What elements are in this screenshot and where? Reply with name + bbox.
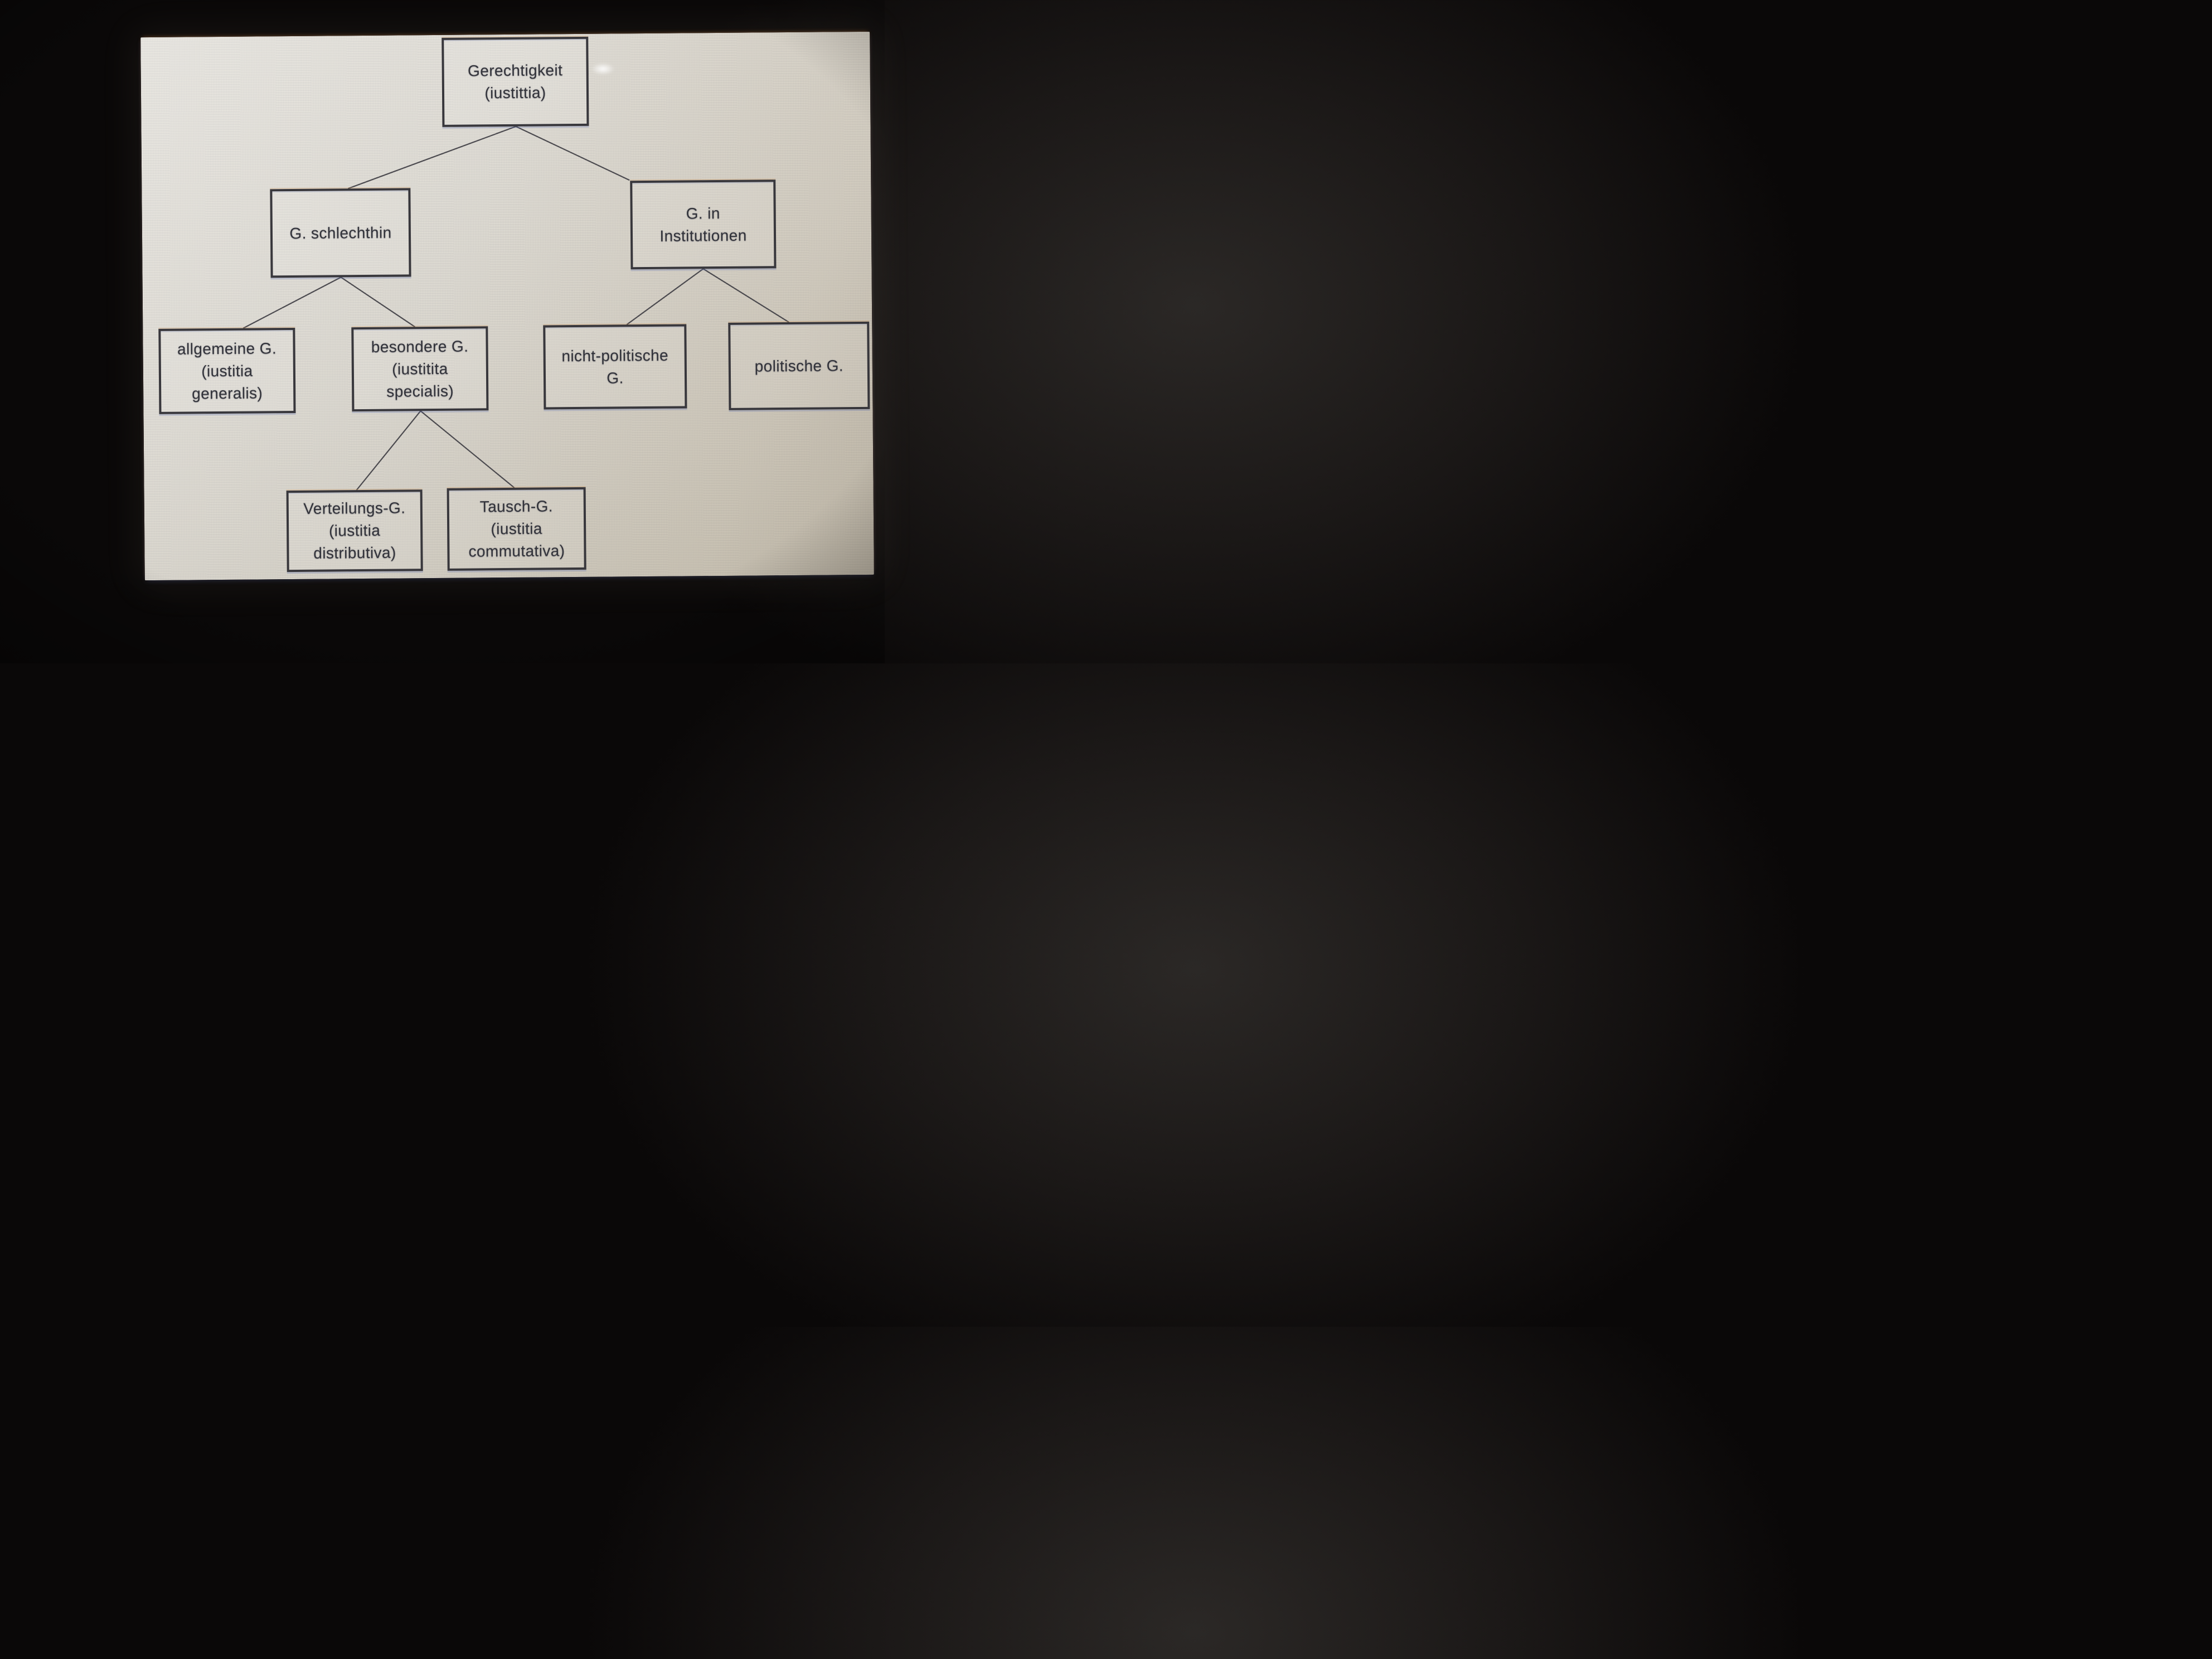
- node-g-schlechthin: G. schlechthin: [270, 188, 411, 278]
- node-label-line: nicht-politische: [561, 346, 669, 365]
- node-label-line: (iustittia): [484, 84, 546, 102]
- node-g-in-institutionen: G. in Institutionen: [630, 180, 777, 270]
- node-label-line: G.: [607, 368, 624, 387]
- connector-gerechtigkeit-to-institutionen: [516, 125, 630, 181]
- node-tausch-g: Tausch-G. (iustitia commutativa): [447, 487, 586, 571]
- node-label-line: Gerechtigkeit: [467, 61, 563, 80]
- node-besondere-g: besondere G. (iustitita specialis): [351, 326, 489, 412]
- node-label-line: (iustitita: [392, 360, 448, 378]
- node-label-line: (iustitia: [201, 362, 253, 380]
- node-label-line: (iustitia: [328, 521, 381, 540]
- node-label-line: (iustitia: [491, 520, 542, 538]
- connector-schlechthin-to-besondere: [340, 276, 415, 328]
- node-politische-g: politische G.: [728, 321, 870, 410]
- connector-schlechthin-to-allgemeine: [242, 276, 342, 329]
- node-allgemeine-g: allgemeine G. (iustitia generalis): [158, 327, 296, 414]
- connector-besondere-to-tausch: [420, 410, 515, 488]
- node-label-line: distributiva): [313, 544, 396, 562]
- node-nicht-politische-g: nicht-politische G.: [543, 324, 687, 410]
- connector-gerechtigkeit-to-schlechthin: [347, 125, 516, 190]
- node-verteilungs-g: Verteilungs-G. (iustitia distributiva): [286, 489, 423, 573]
- node-label-line: allgemeine G.: [177, 339, 277, 358]
- node-label-line: politische G.: [754, 356, 844, 375]
- node-label-line: Tausch-G.: [479, 497, 554, 516]
- connector-besondere-to-verteilungs: [356, 410, 421, 491]
- node-label-line: G. in: [686, 204, 720, 222]
- node-label-line: specialis): [386, 382, 454, 400]
- node-label-line: commutativa): [468, 542, 565, 560]
- screen-glare-artifact: [591, 62, 615, 75]
- node-gerechtigkeit: Gerechtigkeit (iustittia): [442, 36, 589, 127]
- node-label-line: generalis): [192, 384, 263, 402]
- photo-of-screen: { "diagram_title": "Gerechtigkeit (iusti…: [0, 0, 885, 663]
- node-label-line: besondere G.: [371, 337, 469, 356]
- projected-slide-screen: Gerechtigkeit (iustittia) G. schlechthin…: [140, 31, 874, 581]
- node-label-line: G. schlechthin: [289, 224, 392, 242]
- connector-institutionen-to-nicht-politische: [626, 268, 704, 326]
- connector-institutionen-to-politische: [702, 268, 789, 323]
- node-label-line: Verteilungs-G.: [303, 499, 406, 517]
- node-label-line: Institutionen: [659, 226, 747, 245]
